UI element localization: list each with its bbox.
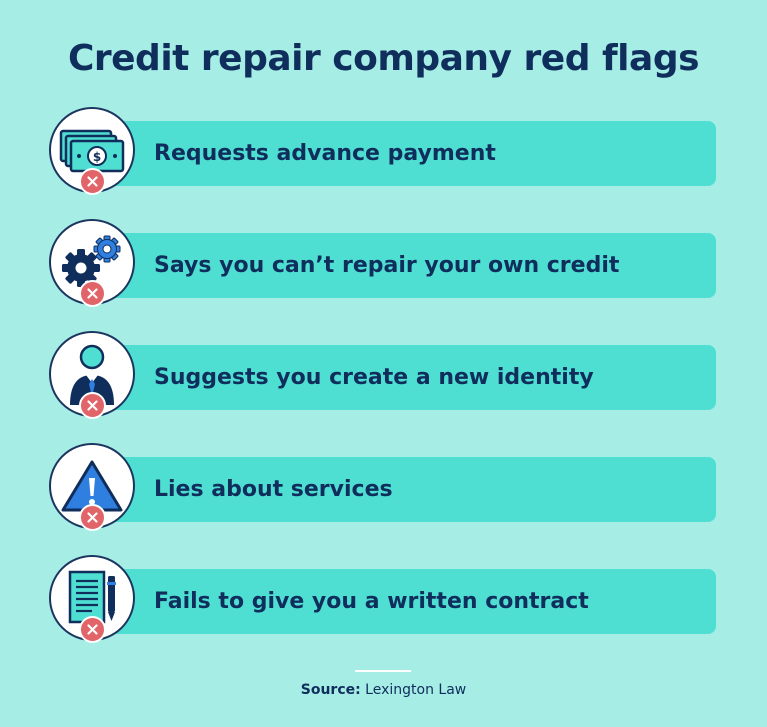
item-bar: Requests advance payment <box>104 121 716 186</box>
money-bills-icon: $ <box>59 129 125 173</box>
close-icon <box>79 392 106 419</box>
list-item: Lies about services <box>0 443 767 555</box>
item-label: Lies about services <box>154 477 393 502</box>
item-bar: Fails to give you a written contract <box>104 569 716 634</box>
item-bar: Says you can’t repair your own credit <box>104 233 716 298</box>
icon-circle: $ <box>49 107 135 193</box>
source-prefix: Source: <box>300 682 361 698</box>
gears-icon <box>62 235 121 287</box>
source-caption: Source: Lexington Law <box>0 682 767 698</box>
close-icon <box>79 168 106 195</box>
list-item: Fails to give you a written contract <box>0 555 767 667</box>
item-bar: Suggests you create a new identity <box>104 345 716 410</box>
item-label: Requests advance payment <box>154 141 496 166</box>
source-name: Lexington Law <box>365 682 467 698</box>
item-label: Says you can’t repair your own credit <box>154 253 620 278</box>
page-title: Credit repair company red flags <box>67 38 700 79</box>
document-pen-icon <box>68 570 116 624</box>
item-label: Fails to give you a written contract <box>154 589 589 614</box>
close-icon <box>79 504 106 531</box>
item-label: Suggests you create a new identity <box>154 365 594 390</box>
icon-circle <box>49 443 135 529</box>
close-icon <box>79 616 106 643</box>
close-icon <box>79 280 106 307</box>
list-item: Says you can’t repair your own credit <box>0 219 767 331</box>
source-divider <box>355 670 411 672</box>
list-item: Requests advance payment $ <box>0 107 767 219</box>
item-bar: Lies about services <box>104 457 716 522</box>
list-item: Suggests you create a new identity <box>0 331 767 443</box>
svg-text:$: $ <box>93 150 101 164</box>
